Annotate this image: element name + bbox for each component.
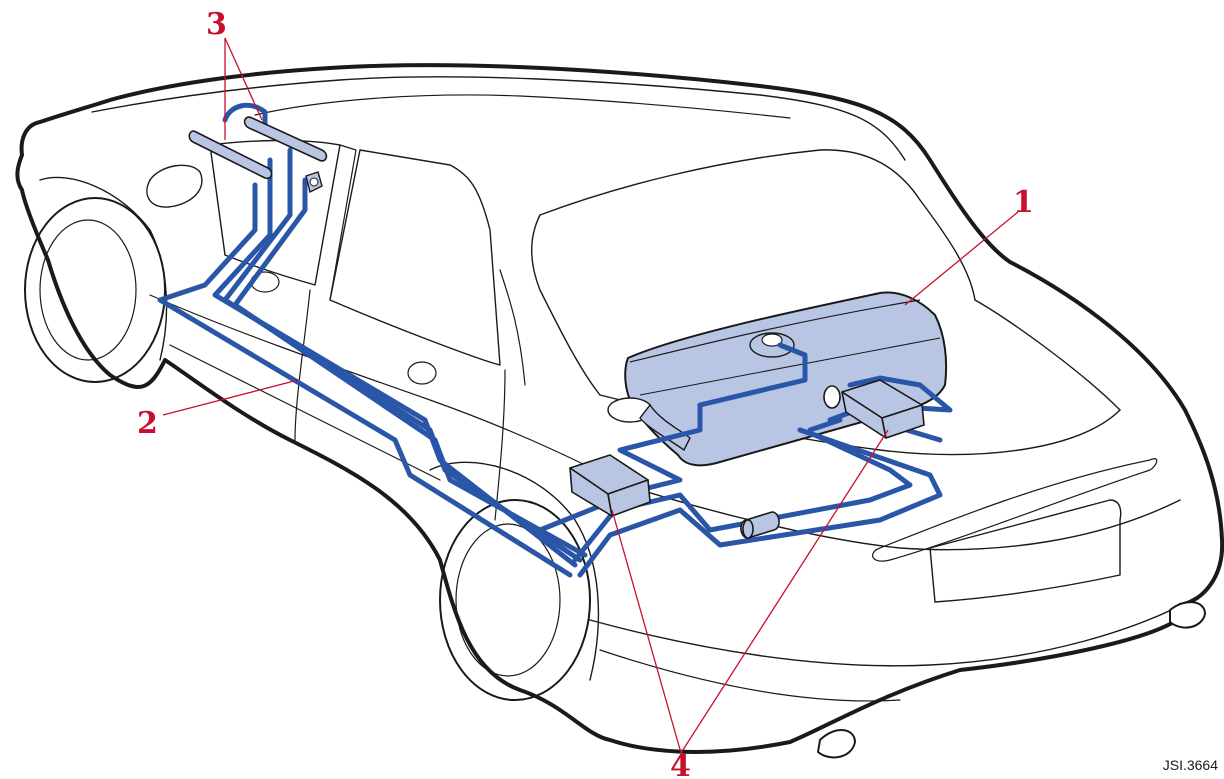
fuel-rail-right [243,116,328,162]
rear-panel [609,479,1181,551]
front-pillar [499,269,526,386]
fuel-line-d [232,177,588,558]
fuel-filter-end [742,519,754,539]
fuel-line-return [577,427,943,578]
window-divider [329,144,357,301]
callout-3: 3 [206,7,227,42]
regulator-port [309,177,319,187]
leader-lines [162,37,1019,754]
leader-4a [611,509,682,754]
rear-wheel-tyre [439,499,591,701]
fuel-tank-top-edge [629,299,921,363]
side-mirror [146,164,203,208]
callout-4: 4 [670,749,691,779]
fuel-line-loop [222,102,268,128]
roof-line [91,76,906,161]
roof-inner-line [254,94,791,119]
leader-2 [162,379,299,416]
front-wheel-tyre [24,197,166,383]
bumper-lower [599,649,901,702]
rear-wheel-rim [455,523,561,677]
front-wheel-rim [39,219,137,361]
front-wheel-arch [39,176,168,361]
callout-2: 2 [137,406,158,441]
leader-1 [904,211,1019,306]
callout-labels: 1 2 3 4 [137,7,1034,779]
canister-mount [823,385,841,409]
trunk-lid-crease [872,458,1158,562]
fuel-line-a [157,182,573,578]
rear-bumper [589,594,1201,667]
rear-window [539,149,976,301]
reference-code: JSI.3664 [1163,757,1218,773]
exhaust-left [817,729,856,759]
fuel-line-stub-2 [807,417,843,433]
leader-4b [680,429,889,754]
leader-3b [224,37,263,121]
canister-box-side [607,479,651,517]
rear-window-lower [531,214,601,396]
filler-pipe [639,403,691,452]
fuel-tank-seam [639,337,941,396]
rear-wheel-arch [429,461,600,681]
fuel-sender-cap [761,333,783,347]
number-plate-recess [929,499,1122,603]
callout-1: 1 [1013,185,1034,220]
fuel-rail-left [188,130,273,180]
c-pillar [974,299,1121,411]
exhaust-right [1169,601,1206,629]
pump-box-side [881,404,925,439]
fuel-rails [188,116,328,194]
rear-side-window [329,149,501,366]
door-line-front [294,289,311,441]
fuel-line-canister [537,342,808,533]
rear-door-handle [407,361,437,385]
components [569,379,925,539]
